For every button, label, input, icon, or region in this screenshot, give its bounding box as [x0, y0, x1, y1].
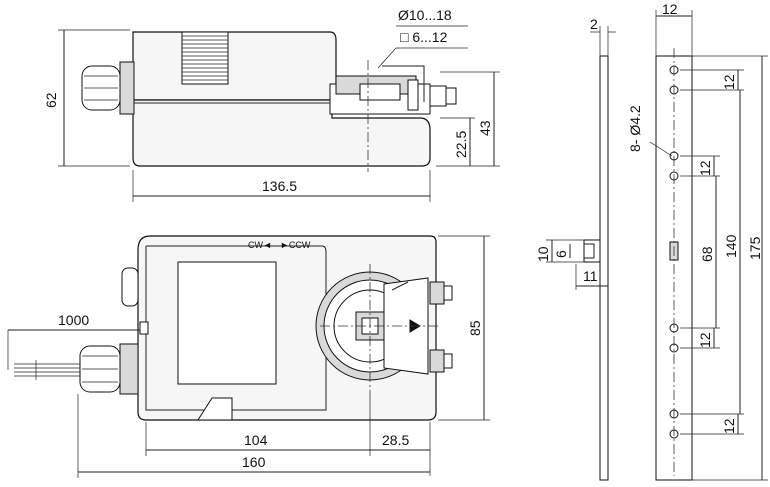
manual-release-tab — [197, 397, 233, 421]
cooling-grille — [181, 31, 229, 85]
bracket-side-view: 2 10 6 11 — [535, 16, 616, 481]
bracket-front-view: 12 8- Ø4.2 12 12 12 12 — [627, 1, 768, 481]
dim-10: 10 — [535, 246, 551, 262]
bracket-plate-side — [599, 55, 609, 481]
dim-height: 62 — [43, 92, 59, 108]
actuator-housing-top — [132, 31, 337, 101]
dim-43: 43 — [477, 120, 493, 136]
dim-12-d: 12 — [721, 418, 737, 434]
dim-width: 85 — [467, 320, 483, 336]
dim-length: 136.5 — [262, 178, 297, 194]
shaft-clamp-top — [329, 65, 457, 115]
bracket-pin — [583, 239, 601, 263]
clamp-nuts — [429, 281, 453, 373]
holes-spec: 8- Ø4.2 — [627, 105, 643, 152]
cable-gland-top — [81, 61, 135, 115]
top-view: Ø10...18 □ 6...12 62 136.5 43 22.5 — [43, 7, 500, 202]
dim-cable: 1000 — [58, 312, 89, 328]
dim-140: 140 — [723, 234, 739, 258]
dim-28-5: 28.5 — [382, 432, 409, 448]
cable-wires — [14, 360, 80, 380]
actuator-housing-lower — [132, 99, 431, 167]
dim-thickness: 2 — [590, 16, 598, 32]
cable-gland-front — [79, 343, 139, 395]
grille-lines — [182, 35, 228, 81]
dim-175: 175 — [747, 236, 763, 260]
rotation-cw-label: CW◄ — [248, 240, 272, 250]
dim-22-5: 22.5 — [453, 131, 469, 158]
dim-total: 160 — [242, 454, 266, 470]
side-knob — [121, 267, 139, 307]
dim-104: 104 — [244, 432, 268, 448]
rotation-ccw-label: ►CCW — [280, 240, 311, 250]
dim-bracket-width: 12 — [662, 1, 678, 17]
dim-6: 6 — [553, 250, 569, 258]
clamp-round-label: Ø10...18 — [398, 7, 452, 23]
dim-11: 11 — [583, 268, 598, 284]
label-window — [177, 261, 277, 385]
clamp-square-label: □ 6...12 — [400, 29, 448, 45]
dim-12-c: 12 — [697, 332, 713, 348]
dim-12-a: 12 — [721, 74, 737, 90]
dim-12-b: 12 — [697, 160, 713, 176]
front-view: CW◄ ►CCW — [7, 235, 490, 478]
dim-68: 68 — [699, 246, 715, 262]
